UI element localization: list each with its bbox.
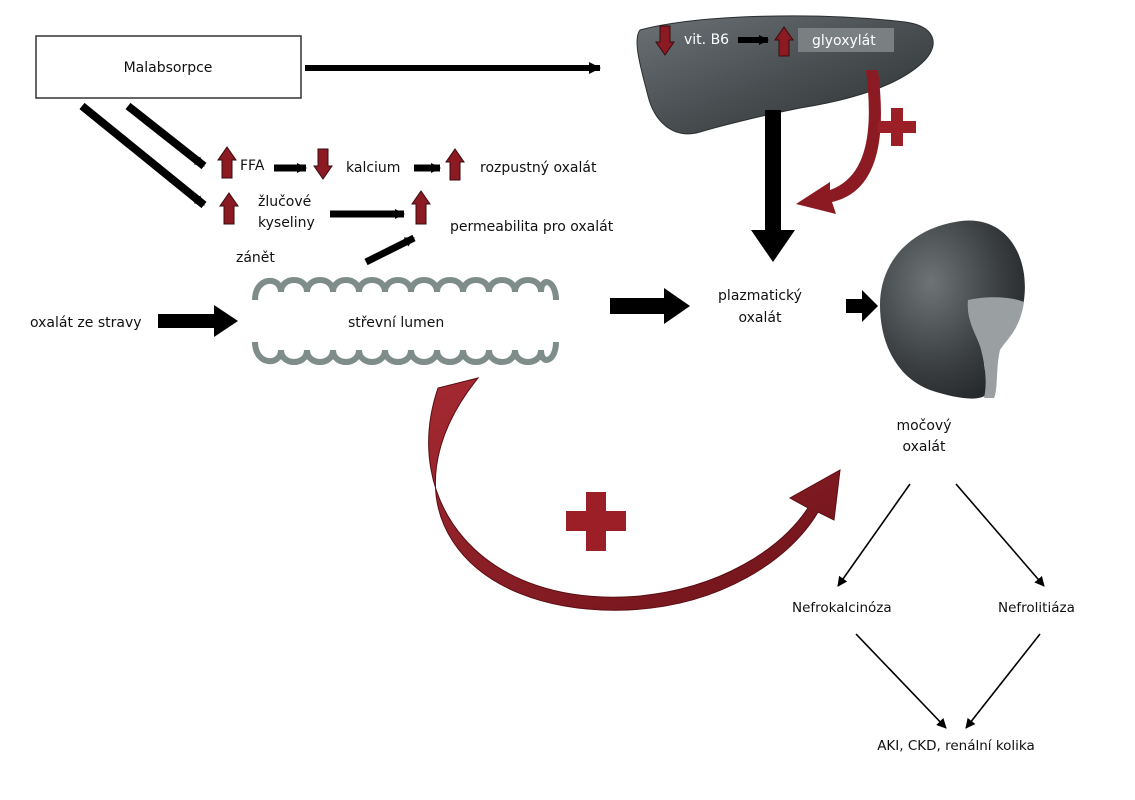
bile-acids-label-line2: kyseliny — [258, 215, 315, 231]
arrow-malabsorption-to-bile-acids — [79, 102, 207, 209]
ffa-label: FFA — [240, 158, 265, 174]
outcomes-label: AKI, CKD, renální kolika — [877, 738, 1035, 754]
inflammation-label: zánět — [236, 250, 275, 266]
plus-icon — [878, 108, 916, 146]
plasma-oxalate-label-line2: oxalát — [739, 310, 782, 326]
nephrolithiasis-label: Nefrolitiáza — [998, 600, 1075, 616]
arrow-lumen-to-plasma — [610, 288, 690, 324]
soluble-oxalate-label: rozpustný oxalát — [480, 160, 597, 176]
arrow-inflammation-to-permeability — [364, 234, 416, 266]
plus-icon — [566, 492, 626, 551]
red-curved-arrow-lumen — [428, 377, 841, 611]
intestinal-lumen-label: střevní lumen — [348, 315, 444, 331]
arrow-plasma-to-kidney — [846, 290, 878, 322]
urinary-oxalate-label-line2: oxalát — [903, 439, 946, 455]
arrow-urinary-to-nephrocalcinosis — [837, 483, 911, 587]
down-arrow-icon — [655, 25, 675, 56]
up-arrow-icon — [217, 146, 237, 179]
urinary-oxalate-label-line1: močový — [896, 418, 951, 434]
plasma-oxalate-label-line1: plazmatický — [718, 288, 802, 304]
arrow-liver-to-plasma — [751, 110, 795, 262]
arrow-nephrolithiasis-to-outcomes — [965, 633, 1041, 729]
up-arrow-icon — [219, 192, 239, 225]
bile-acids-label-line1: žlučové — [258, 194, 311, 210]
nephrocalcinosis-label: Nefrokalcinóza — [792, 600, 892, 616]
arrow-urinary-to-nephrolithiasis — [955, 483, 1045, 587]
glyoxylate-badge — [798, 28, 894, 52]
malabsorption-label: Malabsorpce — [124, 60, 213, 76]
red-curved-arrow-liver — [796, 70, 881, 214]
up-arrow-icon — [411, 190, 431, 225]
malabsorption-box — [35, 35, 302, 99]
intestinal-wall-upper — [252, 277, 559, 301]
vit-b6-label: vit. B6 — [684, 32, 729, 48]
calcium-label: kalcium — [346, 160, 400, 176]
up-arrow-icon — [445, 148, 465, 181]
intestinal-wall-lower — [252, 341, 559, 365]
permeability-label: permeabilita pro oxalát — [450, 219, 614, 235]
ureter-shape — [967, 297, 1024, 398]
down-arrow-icon — [313, 148, 333, 180]
arrow-malabsorption-to-ffa — [125, 102, 207, 170]
glyoxylate-label: glyoxylát — [812, 33, 876, 49]
dietary-oxalate-label: oxalát ze stravy — [30, 315, 142, 331]
kidney-shape — [880, 220, 1025, 399]
arrow-dietary-oxalate-to-lumen — [158, 305, 238, 337]
up-arrow-icon — [774, 26, 794, 57]
arrow-nephrocalcinosis-to-outcomes — [855, 633, 947, 729]
